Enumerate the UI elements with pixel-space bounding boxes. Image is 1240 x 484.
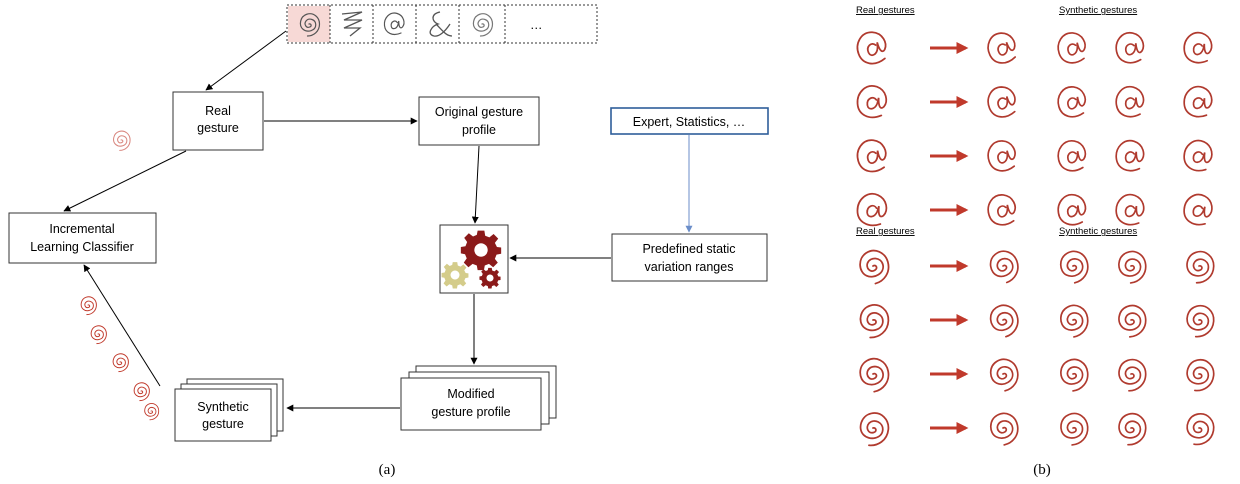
spiral-sample-icon bbox=[133, 382, 150, 402]
classifier-box[interactable]: Incremental Learning Classifier bbox=[8, 212, 157, 264]
expert-text: Expert, Statistics, … bbox=[633, 115, 746, 129]
synthetic-gesture-sample bbox=[1183, 31, 1213, 64]
synthetic-gesture-sample bbox=[1117, 412, 1148, 447]
synthetic-gesture-sample bbox=[986, 301, 1023, 341]
at-gesture-grid bbox=[853, 28, 1215, 229]
synthetic-gesture-sample bbox=[1181, 138, 1215, 173]
arrow-synthetic-to-classifier bbox=[83, 264, 161, 387]
real-gesture-line2: gesture bbox=[197, 121, 239, 135]
real-gesture-sample bbox=[858, 303, 890, 340]
flow-arrows bbox=[63, 30, 693, 412]
predefined-line1: Predefined static bbox=[642, 242, 735, 256]
real-gesture-sample bbox=[856, 246, 894, 288]
synthetic-gesture-sample bbox=[1183, 410, 1217, 448]
strip-frame bbox=[286, 4, 598, 44]
predefined-line2: variation ranges bbox=[645, 260, 734, 274]
synthetic-gesture-sample bbox=[1058, 357, 1091, 393]
predefined-ranges-box[interactable]: Predefined static variation ranges bbox=[611, 233, 768, 282]
synthetic-line1: Synthetic bbox=[197, 400, 248, 414]
synthetic-line2: gesture bbox=[202, 417, 244, 431]
real-gesture-sample bbox=[856, 84, 888, 119]
panel-a: … Real gesture Original gesture profile … bbox=[8, 4, 769, 478]
arrow-original-to-gear bbox=[471, 145, 480, 224]
synthetic-gesture-sample bbox=[983, 28, 1021, 68]
original-profile-line2: profile bbox=[462, 123, 496, 137]
real-gesture-sample bbox=[856, 355, 893, 395]
synthetic-gesture-sample bbox=[984, 137, 1020, 175]
arrow-strip-to-real bbox=[205, 30, 287, 91]
modified-profile-line2: gesture profile bbox=[431, 405, 510, 419]
spiral-sample-icon bbox=[80, 296, 97, 316]
synthetic-gesture-sample bbox=[1182, 84, 1214, 119]
spiral-sample-icon bbox=[90, 325, 107, 345]
caption-b: (b) bbox=[1033, 462, 1051, 478]
synthetic-gesture-sample bbox=[1185, 303, 1216, 339]
synthetic-gesture-sample bbox=[985, 246, 1024, 287]
real-gesture-sample bbox=[855, 191, 889, 228]
modified-profile-line1: Modified bbox=[447, 387, 494, 401]
flow-gesture-samples bbox=[80, 130, 160, 421]
synthetic-gesture-sample bbox=[987, 355, 1023, 395]
header-real-bottom: Real gestures bbox=[856, 226, 915, 237]
synthetic-gesture-sample bbox=[1181, 191, 1215, 228]
header-synthetic-top: Synthetic gestures bbox=[1059, 5, 1137, 16]
caption-a: (a) bbox=[379, 462, 396, 478]
zigzag-icon bbox=[341, 11, 363, 37]
spiral-sample-icon bbox=[112, 353, 129, 373]
real-gesture-sample bbox=[857, 410, 891, 448]
original-profile-line1: Original gesture bbox=[435, 105, 523, 119]
synthetic-gesture-sample bbox=[1054, 29, 1090, 67]
synthetic-gesture-sample bbox=[1057, 302, 1092, 340]
synthetic-gesture-sample bbox=[1054, 83, 1089, 120]
synthetic-gesture-sample bbox=[983, 82, 1021, 122]
modified-profile-stack[interactable]: Modified gesture profile bbox=[400, 365, 557, 431]
header-synthetic-bottom: Synthetic gestures bbox=[1059, 226, 1137, 237]
spiral-sample-icon bbox=[113, 130, 131, 151]
synthetic-gesture-sample bbox=[1055, 138, 1089, 174]
synthetic-gesture-sample bbox=[987, 410, 1022, 448]
gesture-strip: … bbox=[286, 4, 598, 44]
expert-box[interactable]: Expert, Statistics, … bbox=[610, 107, 769, 135]
real-gesture-sample bbox=[853, 136, 890, 175]
synthetic-gesture-sample bbox=[984, 191, 1019, 229]
gear-processor bbox=[439, 224, 509, 294]
spiral-sample-icon bbox=[144, 402, 160, 421]
strip-ellipsis: … bbox=[530, 18, 543, 32]
classifier-line2: Learning Classifier bbox=[30, 240, 134, 254]
header-real-top: Real gestures bbox=[856, 5, 915, 16]
synthetic-gesture-sample bbox=[1118, 358, 1147, 392]
synthetic-gesture-sample bbox=[1057, 247, 1092, 286]
synthetic-gesture-sample bbox=[1059, 411, 1090, 447]
spiral-gesture-grid bbox=[856, 246, 1217, 448]
real-gesture-line1: Real bbox=[205, 104, 231, 118]
synthetic-gesture-sample bbox=[1114, 193, 1146, 227]
original-profile-box[interactable]: Original gesture profile bbox=[418, 96, 540, 146]
real-gesture-box[interactable]: Real gesture bbox=[172, 91, 264, 151]
synthetic-gesture-sample bbox=[1185, 250, 1215, 284]
synthetic-gesture-sample bbox=[1114, 85, 1146, 119]
synthetic-gesture-sample bbox=[1115, 139, 1145, 172]
panel-b: Real gestures Synthetic gestures Real ge… bbox=[853, 5, 1217, 478]
synthetic-gesture-sample bbox=[1117, 304, 1148, 339]
synthetic-gesture-sample bbox=[1113, 30, 1146, 65]
synthetic-gesture-sample bbox=[1184, 357, 1217, 394]
classifier-line1: Incremental bbox=[49, 222, 114, 236]
real-gesture-sample bbox=[853, 28, 891, 68]
synthetic-gesture-stack[interactable]: Synthetic gesture bbox=[174, 378, 284, 442]
synthetic-gesture-sample bbox=[1116, 249, 1149, 285]
synthetic-gesture-sample bbox=[1056, 193, 1088, 227]
ampersand-icon bbox=[429, 11, 453, 37]
arrow-real-to-classifier bbox=[63, 150, 187, 212]
